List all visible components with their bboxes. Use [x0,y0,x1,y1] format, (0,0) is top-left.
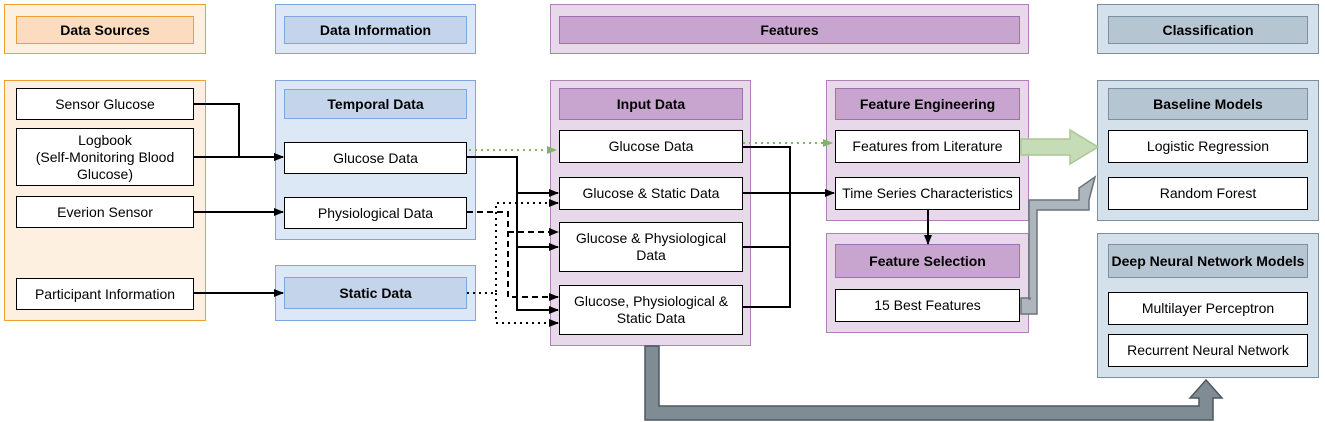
baseline-models-header: Baseline Models [1108,88,1308,120]
classification-title: Classification [1108,16,1308,44]
random-forest-box: Random Forest [1108,177,1308,210]
deep-models-header: Deep Neural Network Models [1108,244,1308,278]
input-glucose-physiological-static-box: Glucose, Physiological & Static Data [559,285,743,335]
physiological-data-box: Physiological Data [284,197,467,229]
sensor-glucose-connector [194,103,284,161]
everion-sensor-box: Everion Sensor [16,196,194,228]
physio-dash-line [467,211,559,301]
selection-to-baseline-arrow [1020,175,1097,315]
logistic-regression-box: Logistic Regression [1108,130,1308,163]
literature-to-baseline-arrow [1020,128,1100,166]
input-glucose-data-box: Glucose Data [559,130,743,163]
time-series-characteristics-box: Time Series Characteristics [835,177,1020,210]
sensor-glucose-box: Sensor Glucose [16,88,194,120]
glucose-to-static-combo [467,156,559,197]
input-data-header: Input Data [559,88,743,120]
static-dot-line [467,199,559,294]
glucose-data-box: Glucose Data [284,142,467,174]
input-glucose-static-box: Glucose & Static Data [559,177,743,210]
feature-selection-header: Feature Selection [835,244,1020,278]
recurrent-neural-network-box: Recurrent Neural Network [1108,334,1308,367]
logbook-box: Logbook (Self-Monitoring Blood Glucose) [16,128,194,186]
static-data-header: Static Data [284,277,467,309]
features-from-literature-box: Features from Literature [835,130,1020,163]
best-features-box: 15 Best Features [835,289,1020,322]
participant-information-box: Participant Information [16,278,194,310]
temporal-data-header: Temporal Data [284,89,467,119]
features-title: Features [559,16,1020,44]
feature-engineering-header: Feature Engineering [835,88,1020,120]
data-information-title: Data Information [284,16,467,44]
multilayer-perceptron-box: Multilayer Perceptron [1108,292,1308,325]
data-sources-title: Data Sources [16,16,194,44]
input-glucose-physiological-box: Glucose & Physiological Data [559,222,743,272]
